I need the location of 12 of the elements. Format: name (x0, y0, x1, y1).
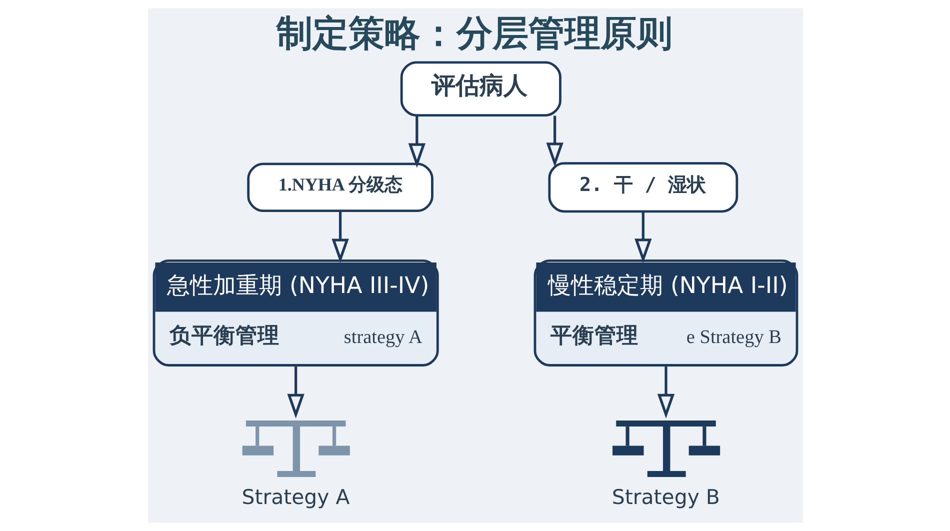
arrow (656, 366, 674, 418)
node-label: Strategy A (241, 485, 350, 510)
arrow (546, 116, 563, 168)
node-box: 1.NYHA 分级态 (246, 162, 433, 212)
arrow (331, 211, 348, 264)
diagram-title: 制定策略：分层管理原则 (276, 12, 672, 55)
node-label: Strategy B (611, 485, 720, 510)
node-box: 评估病人 (400, 61, 561, 116)
arrow (408, 116, 425, 168)
arrow (634, 212, 652, 264)
node-box: 2. 干 / 湿状 (548, 162, 738, 213)
arrow (286, 366, 304, 418)
